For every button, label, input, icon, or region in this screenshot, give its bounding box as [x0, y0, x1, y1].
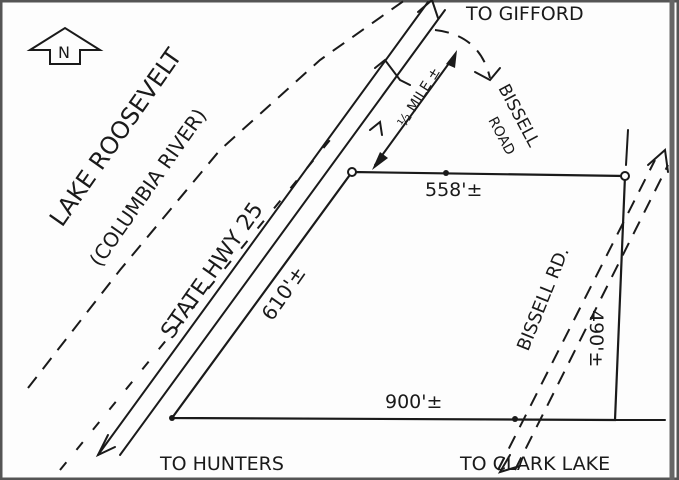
lake-label: LAKE ROOSEVELT [44, 43, 188, 231]
arrow-bissell-icon [474, 67, 501, 82]
bissell-road-south [497, 148, 669, 474]
lake-shoreline-inner [59, 139, 331, 471]
half-mile-label: ½ MILE ± [395, 65, 444, 130]
to-hunters-label: TO HUNTERS [159, 453, 284, 475]
half-mile-dimension [369, 50, 457, 170]
lake-shoreline [27, 0, 406, 389]
south-side-length: 900'± [385, 391, 442, 413]
state-hwy-25 [95, 0, 446, 458]
to-clark-lake-label: TO CLARK LAKE [459, 453, 610, 475]
to-gifford-label: TO GIFFORD [465, 3, 584, 25]
north-arrow-icon: N [26, 26, 104, 65]
parcel-boundary [169, 129, 666, 422]
arrow-north-icon [417, 0, 439, 19]
arrow-south-icon [95, 434, 116, 458]
bissell-road-north [434, 29, 491, 79]
east-side-length: 490'± [585, 310, 607, 367]
north-label: N [58, 43, 70, 62]
north-side-length: 558'± [425, 179, 482, 201]
highway-label: STATE HWY 25 [156, 198, 268, 343]
